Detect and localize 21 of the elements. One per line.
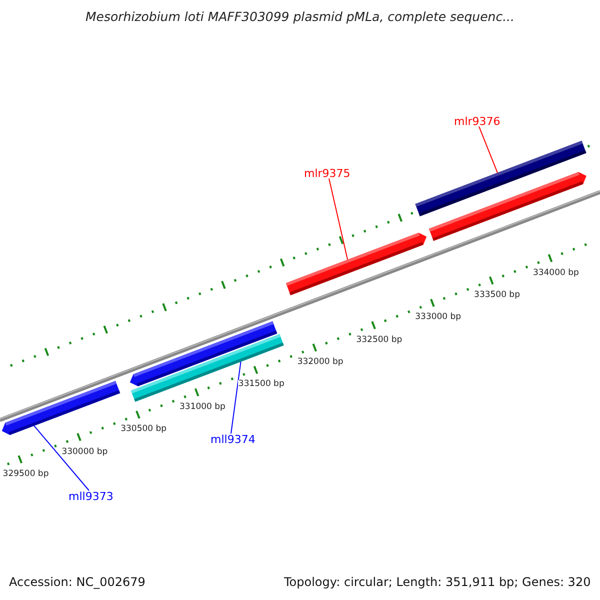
- gene-label: mlr9376: [454, 116, 500, 126]
- gene-bar: [2, 380, 120, 435]
- leader-line: [34, 425, 90, 491]
- leader-line: [328, 178, 348, 260]
- footer-text: Topology: circular; Length: 351,911 bp; Genes: 320: [284, 576, 591, 588]
- gene-bar: [286, 232, 427, 296]
- gene-label: mll9373: [68, 490, 114, 502]
- scale-label: 329500 bp: [2, 470, 49, 478]
- scale-label: 332500 bp: [356, 336, 402, 344]
- scale-label: 332000 bp: [297, 358, 344, 367]
- leader-line: [230, 361, 242, 434]
- scale-label: 331500 bp: [238, 380, 284, 389]
- gene-bar: [428, 172, 586, 241]
- scale-label: 333500 bp: [474, 290, 520, 300]
- title: Mesorhizobium loti MAFF303099 plasmid pMLa, complete sequenc...: [86, 11, 514, 24]
- scale-label: 334000 bp: [532, 268, 579, 278]
- leader-line: [478, 126, 498, 174]
- scale-label: 330000 bp: [62, 448, 108, 456]
- gene-label: mll9374: [210, 434, 256, 444]
- gene-label: mlr9375: [304, 168, 350, 178]
- footer-text: Accession: NC_002679: [9, 576, 146, 588]
